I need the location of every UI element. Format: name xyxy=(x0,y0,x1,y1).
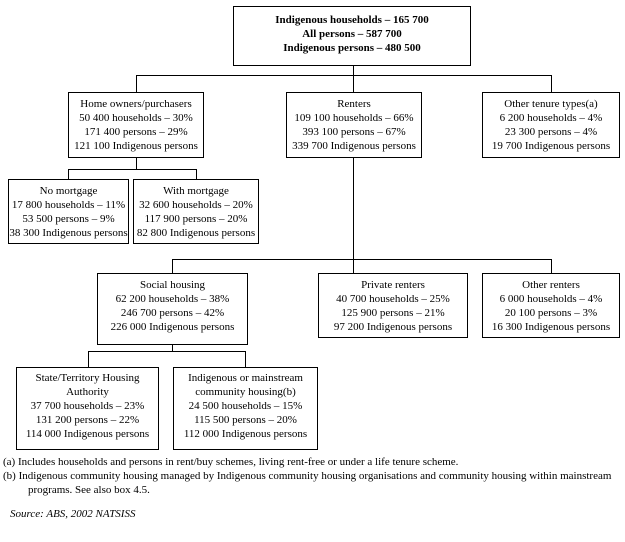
connector xyxy=(353,158,354,259)
connector xyxy=(172,259,173,273)
node-title: State/Territory Housing Authority xyxy=(35,372,140,398)
node-stat: 40 700 households – 25% xyxy=(336,293,450,305)
node-state-territory-housing-authority: State/Territory Housing Authority 37 700… xyxy=(16,367,159,450)
connector xyxy=(136,158,137,169)
connector xyxy=(353,75,354,92)
node-other-renters: Other renters 6 000 households – 4% 20 1… xyxy=(482,273,620,338)
connector xyxy=(245,351,246,367)
footnote-b: (b) Indigenous community housing managed… xyxy=(3,470,612,496)
node-stat: 38 300 Indigenous persons xyxy=(9,227,128,239)
node-stat: 16 300 Indigenous persons xyxy=(491,321,611,333)
node-social-housing: Social housing 62 200 households – 38% 2… xyxy=(97,273,248,345)
node-stat: 19 700 Indigenous persons xyxy=(491,140,611,152)
node-home-owners: Home owners/purchasers 50 400 households… xyxy=(68,92,204,158)
connector xyxy=(88,351,89,367)
node-stat: 20 100 persons – 3% xyxy=(504,307,598,319)
connector xyxy=(136,75,137,92)
footnote-a: (a) Includes households and persons in r… xyxy=(3,456,459,468)
node-stat: 53 500 persons – 9% xyxy=(22,213,115,225)
connector xyxy=(353,259,354,273)
connector xyxy=(68,169,197,170)
node-renters: Renters 109 100 households – 66% 393 100… xyxy=(286,92,422,158)
node-title: No mortgage xyxy=(39,185,98,197)
node-stat: 171 400 persons – 29% xyxy=(84,126,188,138)
node-stat: All persons – 587 700 xyxy=(302,28,402,40)
node-stat: 339 700 Indigenous persons xyxy=(292,140,416,152)
node-stat: 115 500 persons – 20% xyxy=(194,414,297,426)
node-stat: 97 200 Indigenous persons xyxy=(333,321,453,333)
node-with-mortgage: With mortgage 32 600 households – 20% 11… xyxy=(133,179,259,244)
node-stat: 24 500 households – 15% xyxy=(188,400,303,412)
connector xyxy=(172,345,173,351)
node-title: Other renters xyxy=(522,279,580,291)
node-stat: 117 900 persons – 20% xyxy=(144,213,248,225)
node-stat: 112 000 Indigenous persons xyxy=(183,428,308,440)
node-stat: 114 000 Indigenous persons xyxy=(25,428,150,440)
node-stat: Indigenous persons – 480 500 xyxy=(283,42,421,54)
connector xyxy=(136,75,552,76)
node-stat: 17 800 households – 11% xyxy=(11,199,126,211)
node-stat: 37 700 households – 23% xyxy=(30,400,145,412)
node-stat: 6 200 households – 4% xyxy=(499,112,603,124)
node-stat: 226 000 Indigenous persons xyxy=(110,321,235,333)
node-stat: 121 100 Indigenous persons xyxy=(74,140,198,152)
connector xyxy=(551,259,552,273)
node-title: Social housing xyxy=(139,279,206,291)
connector xyxy=(68,169,69,179)
source-note: Source: ABS, 2002 NATSISS xyxy=(10,508,136,520)
connector xyxy=(88,351,246,352)
node-stat: 62 200 households – 38% xyxy=(115,293,230,305)
node-other-tenure-types: Other tenure types(a) 6 200 households –… xyxy=(482,92,620,158)
node-private-renters: Private renters 40 700 households – 25% … xyxy=(318,273,468,338)
node-stat: 50 400 households – 30% xyxy=(79,112,193,124)
connector xyxy=(551,75,552,92)
node-title: Renters xyxy=(337,98,371,110)
node-title: With mortgage xyxy=(163,185,229,197)
connector xyxy=(196,169,197,179)
node-stat: 109 100 households – 66% xyxy=(294,112,414,124)
node-indigenous-mainstream-community-housing: Indigenous or mainstream community housi… xyxy=(173,367,318,450)
node-title: Private renters xyxy=(361,279,425,291)
node-title: Indigenous or mainstream community housi… xyxy=(188,372,303,398)
connector xyxy=(353,66,354,75)
node-stat: 393 100 persons – 67% xyxy=(302,126,406,138)
node-stat: 82 800 Indigenous persons xyxy=(136,227,256,239)
node-indigenous-households-total: Indigenous households – 165 700 All pers… xyxy=(233,6,471,66)
node-stat: 23 300 persons – 4% xyxy=(504,126,598,138)
node-stat: 246 700 persons – 42% xyxy=(120,307,225,319)
node-title: Home owners/purchasers xyxy=(80,98,192,110)
node-no-mortgage: No mortgage 17 800 households – 11% 53 5… xyxy=(8,179,129,244)
connector xyxy=(172,259,552,260)
node-stat: 125 900 persons – 21% xyxy=(341,307,445,319)
node-stat: 131 200 persons – 22% xyxy=(35,414,140,426)
node-stat: 32 600 households – 20% xyxy=(139,199,253,211)
node-stat: Indigenous households – 165 700 xyxy=(275,14,429,26)
node-stat: 6 000 households – 4% xyxy=(499,293,603,305)
node-title: Other tenure types(a) xyxy=(504,98,598,110)
